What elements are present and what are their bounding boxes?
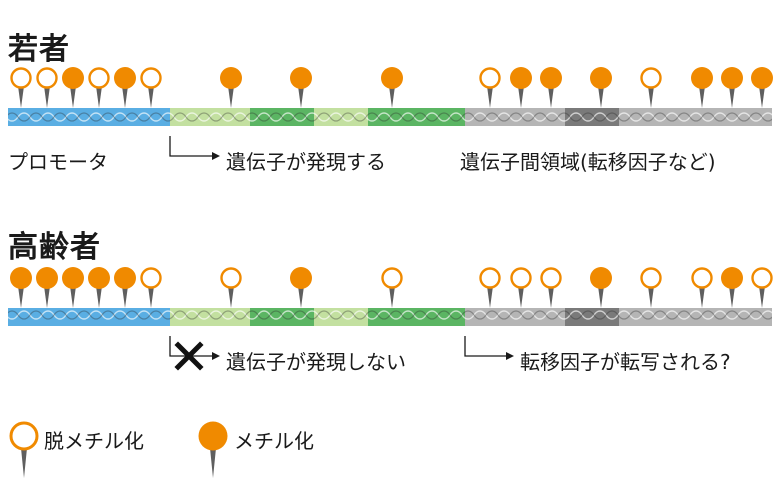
methylated-pin-icon	[510, 67, 532, 108]
methylated-pin-icon	[751, 67, 773, 108]
old-dna-strand	[8, 308, 772, 326]
demethylated-pin-icon	[640, 267, 662, 308]
methylated-pin-icon	[114, 67, 136, 108]
intergenic-label: 遺伝子間領域(転移因子など)	[460, 150, 716, 174]
demethylated-pin-icon	[691, 267, 713, 308]
old-gene-label: 遺伝子が発現しない	[226, 350, 406, 374]
demethylated-pin-icon	[510, 267, 532, 308]
methylated-pin-icon	[62, 67, 84, 108]
demethylated-pin-icon	[751, 267, 773, 308]
legend-methylated-pin-icon	[198, 421, 228, 478]
demethylated-pin-icon	[640, 67, 662, 108]
young-dna-strand	[8, 108, 772, 126]
demethylated-pin-icon	[479, 267, 501, 308]
demethylated-pin-icon	[140, 267, 162, 308]
demethylated-pin-icon	[540, 267, 562, 308]
demethylated-pin-icon	[36, 67, 58, 108]
methylated-pin-icon	[590, 267, 612, 308]
young-expression-arrow	[169, 136, 212, 157]
demethylated-pin-icon	[381, 267, 403, 308]
methylated-pin-icon	[290, 267, 312, 308]
methylated-pin-icon	[381, 67, 403, 108]
methylated-pin-icon	[540, 67, 562, 108]
methylated-pin-icon	[290, 67, 312, 108]
legend-demethylated-label: 脱メチル化	[44, 429, 144, 453]
methylated-pin-icon	[36, 267, 58, 308]
promoter-label: プロモータ	[8, 150, 108, 174]
methylated-pin-icon	[721, 67, 743, 108]
methylated-pin-icon	[590, 67, 612, 108]
demethylated-pin-icon	[479, 67, 501, 108]
methylated-pin-icon	[10, 267, 32, 308]
legend-demethylated-pin-icon	[9, 421, 39, 478]
demethylated-pin-icon	[140, 67, 162, 108]
methylated-pin-icon	[691, 67, 713, 108]
methylated-pin-icon	[88, 267, 110, 308]
old-transposon-label: 転移因子が転写される?	[520, 350, 731, 374]
young-title: 若者	[8, 32, 70, 67]
methylated-pin-icon	[220, 67, 242, 108]
methylated-pin-icon	[721, 267, 743, 308]
old-transcription-arrow	[464, 336, 506, 357]
legend-methylated-label: メチル化	[234, 429, 314, 453]
old-title: 高齢者	[8, 230, 101, 265]
blocked-x-icon	[174, 341, 204, 371]
methylated-pin-icon	[62, 267, 84, 308]
demethylated-pin-icon	[10, 67, 32, 108]
demethylated-pin-icon	[220, 267, 242, 308]
old-expression-arrow	[169, 336, 212, 357]
demethylated-pin-icon	[88, 67, 110, 108]
methylated-pin-icon	[114, 267, 136, 308]
young-gene-label: 遺伝子が発現する	[226, 150, 386, 174]
